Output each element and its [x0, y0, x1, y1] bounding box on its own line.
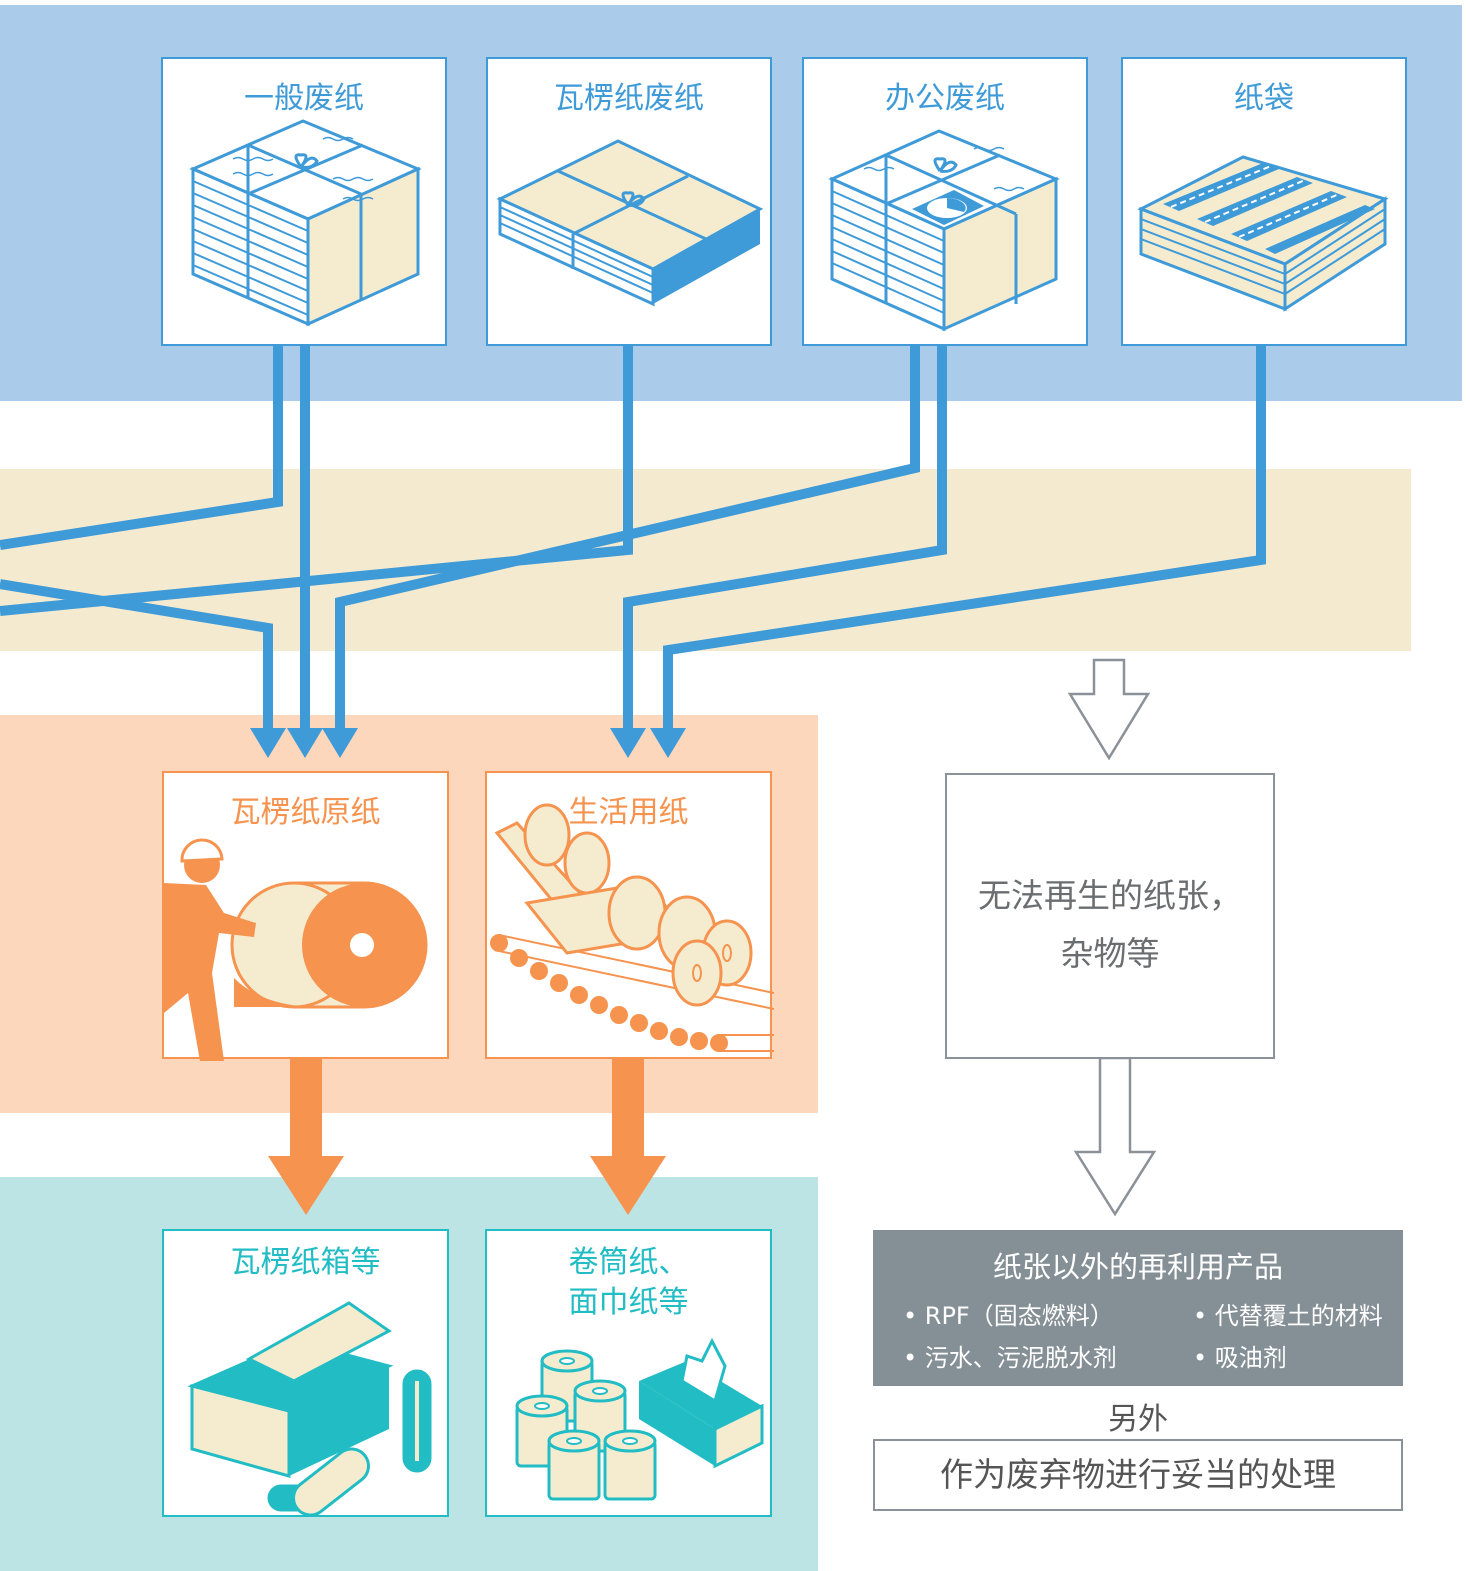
reuse-item: • 代替覆土的材料: [1193, 1302, 1383, 1330]
flow-arrowhead: [287, 728, 323, 758]
card-title-line2: 面巾纸等: [568, 1285, 689, 1320]
flow-line: [663, 345, 1266, 730]
product-card-household-paper: 生活用纸: [485, 771, 774, 1059]
flow-line: [0, 345, 633, 616]
cardboard-stack-icon: [496, 139, 764, 307]
grey-outline-arrow: [1073, 1056, 1157, 1217]
flow-line: [335, 345, 920, 730]
orange-arrow: [590, 1058, 666, 1215]
disposal-box: 作为废弃物进行妥当的处理: [873, 1439, 1403, 1511]
flow-arrowhead: [610, 728, 646, 758]
paper-bag-stack-icon: [1137, 155, 1389, 312]
also-label: 另外: [1108, 1402, 1168, 1437]
source-card-general-paper: 一般废纸: [161, 57, 447, 346]
newspaper-stack-icon: [189, 119, 422, 327]
worker-paper-roll-icon: [164, 838, 428, 1061]
non-recyclable-box: 无法再生的纸张， 杂物等: [945, 773, 1275, 1059]
card-title: 纸袋: [1234, 81, 1294, 116]
flow-arrowhead: [650, 728, 686, 758]
final-card-cardboard-box: 瓦楞纸箱等: [162, 1229, 449, 1517]
flow-line: [623, 345, 947, 730]
flow-arrowhead: [322, 728, 358, 758]
card-title: 一般废纸: [244, 81, 364, 116]
card-title: 瓦楞纸箱等: [230, 1245, 381, 1280]
non-recyclable-line1: 无法再生的纸张，: [978, 876, 1242, 915]
card-title: 卷筒纸、 面巾纸等: [487, 1243, 770, 1323]
reuse-item: • 吸油剂: [1193, 1344, 1287, 1372]
flow-arrowhead: [250, 728, 286, 758]
card-title-line1: 卷筒纸、: [568, 1245, 689, 1280]
non-recyclable-text: 无法再生的纸张， 杂物等: [947, 867, 1273, 983]
reuse-products-box: 纸张以外的再利用产品 • RPF（固态燃料） • 代替覆土的材料 • 污水、污泥…: [873, 1230, 1403, 1386]
grey-outline-arrow: [1067, 658, 1151, 761]
paper-rolls-conveyor-icon: [490, 803, 774, 1052]
product-card-corrugated-base-paper: 瓦楞纸原纸: [162, 771, 449, 1061]
office-paper-stack-icon: [828, 129, 1060, 332]
reuse-item: • 污水、污泥脱水剂: [903, 1344, 1117, 1372]
cardboard-box-icon: [187, 1301, 432, 1517]
card-title: 办公废纸: [885, 81, 1005, 116]
source-card-cardboard: 瓦楞纸废纸: [486, 57, 772, 346]
card-title: 瓦楞纸废纸: [554, 81, 704, 116]
orange-arrow: [268, 1058, 344, 1215]
toilet-paper-tissue-box-icon: [515, 1337, 764, 1501]
card-title: 生活用纸: [568, 795, 689, 830]
final-card-tissue: 卷筒纸、 面巾纸等: [485, 1229, 772, 1517]
reuse-item: • RPF（固态燃料）: [903, 1302, 1114, 1330]
non-recyclable-line2: 杂物等: [1060, 934, 1160, 973]
source-card-office-paper: 办公废纸: [802, 57, 1088, 346]
flow-line: [0, 345, 283, 550]
card-title: 瓦楞纸原纸: [230, 795, 381, 830]
reuse-products-title: 纸张以外的再利用产品: [992, 1250, 1283, 1284]
source-card-paper-bag: 纸袋: [1121, 57, 1407, 346]
